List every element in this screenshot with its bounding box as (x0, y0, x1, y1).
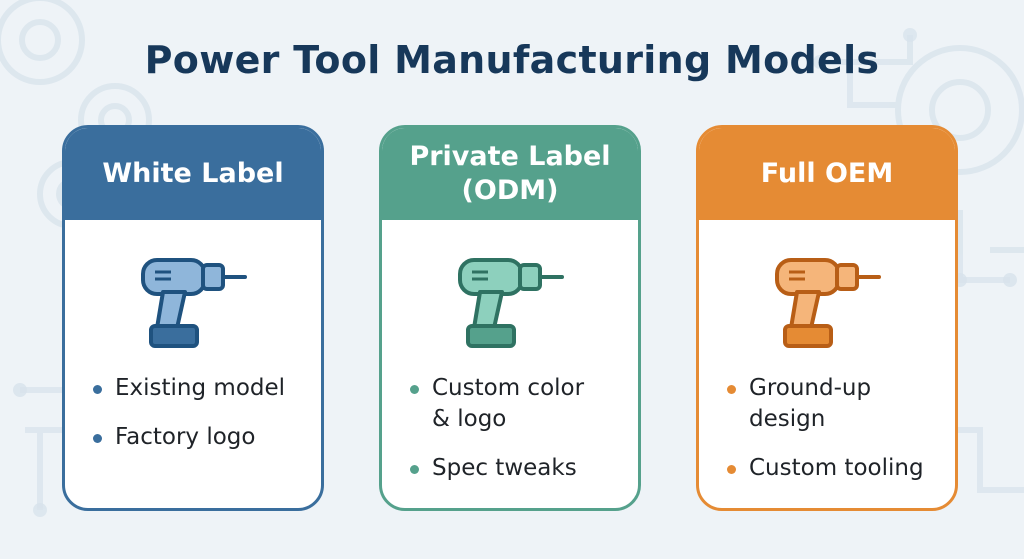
feature-item: Factory logo (93, 422, 313, 453)
drill-icon (141, 258, 247, 348)
private-label-header: Private Label (ODM) (382, 128, 638, 220)
white-label-title: White Label (102, 158, 284, 190)
private-label-title: Private Label (ODM) (409, 141, 611, 206)
bullet-icon (727, 465, 736, 474)
feature-item: Custom color & logo (410, 373, 630, 435)
full-oem-header: Full OEM (699, 128, 955, 220)
bullet-icon (410, 465, 419, 474)
full-oem-feature-list: Ground-up design Custom tooling (727, 373, 947, 502)
feature-text: Custom tooling (749, 455, 924, 481)
drill-icon (775, 258, 881, 348)
white-label-feature-list: Existing model Factory logo (93, 373, 313, 471)
page-title: Power Tool Manufacturing Models (144, 38, 880, 82)
private-label-card: Private Label (ODM) Custom color & logo … (379, 125, 641, 511)
white-label-card: White Label Existing model Factory logo (62, 125, 324, 511)
feature-text: Spec tweaks (432, 455, 577, 481)
feature-text: Ground-up design (749, 375, 872, 432)
feature-item: Spec tweaks (410, 453, 630, 484)
bullet-icon (410, 385, 419, 394)
bullet-icon (727, 385, 736, 394)
bullet-icon (93, 434, 102, 443)
drill-icon (458, 258, 564, 348)
bullet-icon (93, 385, 102, 394)
full-oem-title: Full OEM (760, 158, 894, 190)
feature-text: Existing model (115, 375, 286, 401)
feature-item: Ground-up design (727, 373, 947, 435)
feature-text: Custom color & logo (432, 375, 585, 432)
feature-item: Existing model (93, 373, 313, 404)
feature-item: Custom tooling (727, 453, 947, 484)
white-label-header: White Label (65, 128, 321, 220)
full-oem-card: Full OEM Ground-up design Custom tooling (696, 125, 958, 511)
private-label-feature-list: Custom color & logo Spec tweaks (410, 373, 630, 502)
feature-text: Factory logo (115, 424, 256, 450)
